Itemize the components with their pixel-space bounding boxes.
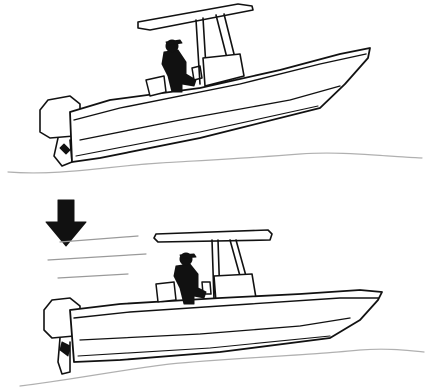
hull-bottom xyxy=(70,290,382,362)
boat-top xyxy=(8,4,422,173)
boat-bottom xyxy=(20,230,424,386)
t-top-canopy-bottom xyxy=(154,230,272,242)
motion-line-2 xyxy=(48,254,146,260)
down-arrow xyxy=(46,200,86,246)
steering-wheel-bottom xyxy=(202,282,211,294)
operator-bottom xyxy=(174,253,211,304)
operator-top xyxy=(162,40,202,92)
leaning-post-bottom xyxy=(156,282,176,302)
operator-body-bottom xyxy=(174,264,206,304)
steering-wheel-top xyxy=(192,66,202,80)
leaning-post-top xyxy=(146,76,166,96)
operator-cap-bottom xyxy=(180,254,196,258)
t-top-canopy xyxy=(138,4,253,30)
motion-line-3 xyxy=(58,274,128,278)
operator-body-top xyxy=(162,50,196,92)
motion-lines xyxy=(48,236,146,278)
outboard-shaft xyxy=(54,138,72,166)
